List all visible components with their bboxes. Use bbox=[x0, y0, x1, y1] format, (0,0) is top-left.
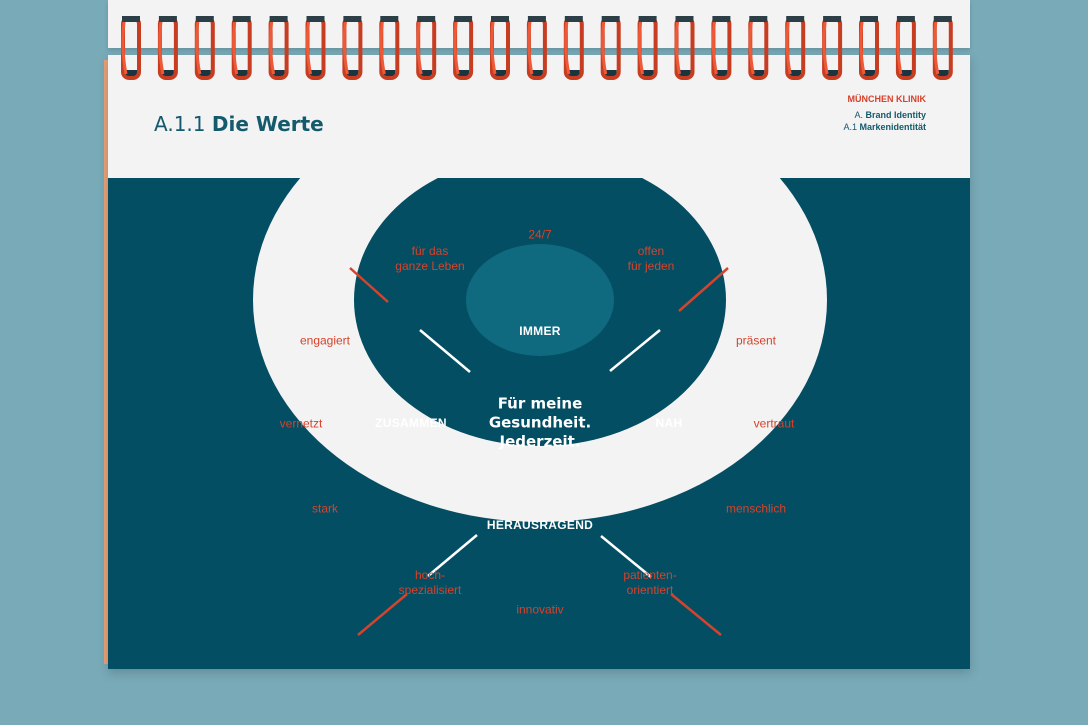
binding-ring bbox=[932, 16, 953, 80]
section-title: Die Werte bbox=[211, 112, 324, 136]
value-vertraut: vertraut bbox=[753, 416, 795, 431]
breadcrumb-level-2: A.1 Markenidentität bbox=[843, 121, 926, 133]
values-diagram bbox=[253, 178, 827, 636]
breadcrumb-label-2: Markenidentität bbox=[859, 122, 926, 132]
binding-ring bbox=[453, 16, 474, 80]
divider-top-left bbox=[349, 267, 389, 303]
value-innovativ: innovativ bbox=[516, 602, 564, 617]
value-24-7: 24/7 bbox=[528, 227, 552, 242]
binding-ring bbox=[490, 16, 510, 80]
core-value-nah: NAH bbox=[655, 416, 683, 430]
spiral-binding bbox=[121, 16, 953, 80]
binding-ring bbox=[379, 16, 400, 80]
divider-inner-bottom-left bbox=[427, 534, 478, 577]
binding-ring bbox=[416, 16, 437, 80]
breadcrumb-level-1: A. Brand Identity bbox=[843, 109, 926, 121]
binding-ring bbox=[563, 16, 584, 80]
binding-ring bbox=[637, 16, 658, 80]
divider-bottom-left bbox=[357, 593, 408, 636]
binding-ring bbox=[895, 16, 916, 80]
binding-ring bbox=[822, 16, 843, 80]
core-value-zusammen: ZUSAMMEN bbox=[375, 416, 447, 430]
inner-dividers bbox=[419, 329, 661, 578]
binding-ring bbox=[674, 16, 695, 80]
center-circle bbox=[466, 244, 614, 356]
section-number: A.1.1 bbox=[154, 112, 206, 136]
value-menschlich: menschlich bbox=[725, 501, 787, 516]
binding-ring bbox=[342, 16, 363, 80]
value-vernetzt: vernetzt bbox=[279, 416, 323, 431]
value-offen-fuer-jeden: offen für jeden bbox=[627, 244, 675, 273]
divider-inner-top-left bbox=[419, 329, 471, 373]
brand-claim: Für meine Gesundheit. Jederzeit. bbox=[488, 394, 592, 451]
binding-ring bbox=[785, 16, 806, 80]
value-fuer-das-ganze-leben: für das ganze Leben bbox=[395, 244, 465, 273]
divider-inner-top-right bbox=[609, 329, 661, 372]
core-value-herausragend: HERAUSRAGEND bbox=[486, 518, 594, 532]
page-header: A.1.1 Die Werte MÜNCHEN KLINIK A. Brand … bbox=[108, 55, 970, 178]
breadcrumb-prefix-1: A. bbox=[854, 110, 863, 120]
binding-ring bbox=[526, 16, 547, 80]
breadcrumb-prefix-2: A.1 bbox=[843, 122, 857, 132]
binding-ring bbox=[268, 16, 289, 80]
value-stark: stark bbox=[311, 501, 339, 516]
value-engagiert: engagiert bbox=[299, 333, 351, 348]
binding-ring bbox=[194, 16, 215, 80]
value-praesent: präsent bbox=[735, 333, 777, 348]
divider-top-right bbox=[678, 267, 729, 312]
breadcrumb-label-1: Brand Identity bbox=[865, 110, 926, 120]
organization-name: MÜNCHEN KLINIK bbox=[847, 94, 927, 104]
value-hochspezialisiert: hoch- spezialisiert bbox=[398, 568, 462, 597]
outer-dividers bbox=[349, 267, 729, 636]
divider-bottom-right bbox=[670, 593, 722, 636]
value-patientenorientiert: patienten- orientiert bbox=[623, 568, 677, 597]
page-title: A.1.1 Die Werte bbox=[154, 112, 324, 136]
binding-ring bbox=[600, 16, 621, 80]
binding-ring bbox=[859, 16, 879, 80]
binding-ring bbox=[748, 16, 769, 80]
values-panel bbox=[108, 178, 970, 669]
binding-ring bbox=[157, 16, 178, 80]
page-meta: MÜNCHEN KLINIK A. Brand Identity A.1 Mar… bbox=[843, 93, 926, 133]
core-value-immer: IMMER bbox=[519, 324, 561, 338]
divider-inner-bottom-right bbox=[600, 535, 652, 578]
binding-ring bbox=[305, 16, 326, 80]
page-edge bbox=[104, 60, 110, 664]
binding-ring bbox=[121, 16, 141, 80]
binding-ring bbox=[711, 16, 732, 80]
binding-ring bbox=[231, 16, 252, 80]
brochure-page: A.1.1 Die Werte MÜNCHEN KLINIK A. Brand … bbox=[108, 55, 970, 669]
